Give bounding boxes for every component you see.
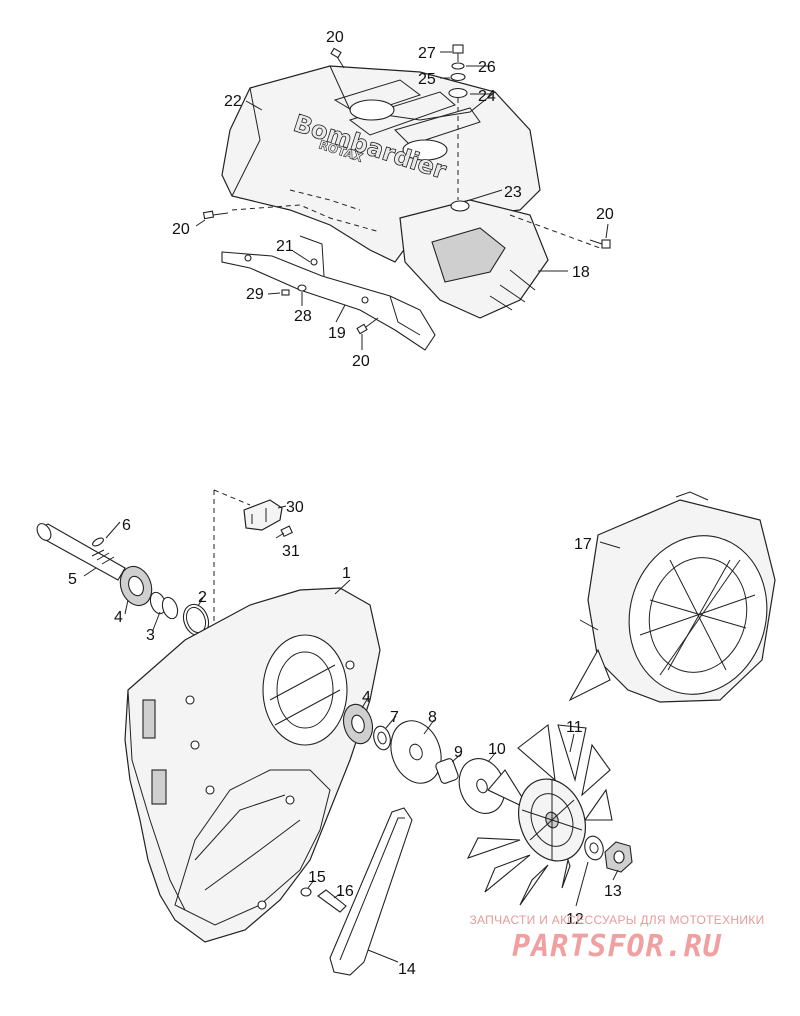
part-8-pulley-half [390,720,442,784]
upper-hardware [202,44,611,335]
callout-14: 14 [398,961,416,978]
callout-20-left: 20 [172,221,190,238]
part-1-housing [124,587,381,943]
part-31-screw [280,525,293,538]
part-17-fan-shroud [568,491,776,703]
part-29-screw [281,289,290,296]
top-cover-assembly: Bombardier ROTAX [221,65,601,351]
callout-23: 23 [504,184,522,201]
callout-7: 7 [390,709,399,726]
part-30-clip [243,499,283,531]
callout-27: 27 [418,45,436,62]
part-26-washer [451,62,465,70]
callout-6: 6 [122,517,131,534]
watermark: ЗАПЧАСТИ И АКСЕССУАРЫ ДЛЯ МОТОТЕХНИКИ PA… [452,913,782,964]
part-23-grommet [450,200,470,212]
callout-15: 15 [308,869,326,886]
watermark-tagline: ЗАПЧАСТИ И АКСЕССУАРЫ ДЛЯ МОТОТЕХНИКИ [469,913,765,927]
part-1-side-slot-b [151,769,167,805]
callout-12: 12 [566,911,584,928]
callout-8: 8 [428,709,437,726]
part-24-grommet [448,87,468,99]
callout-3: 3 [146,627,155,644]
part-22-boss-right [402,139,448,161]
callout-19: 19 [328,325,346,342]
callout-30: 30 [286,499,304,516]
callout-26: 26 [478,59,496,76]
pulley-stack [342,703,506,814]
part-15-washer [300,887,312,897]
part-6-pin [92,537,104,547]
part-18-duct-opening [431,227,506,283]
part-22-boss-left [349,99,395,121]
callout-4-left: 4 [114,609,123,626]
shaft-group [36,523,210,637]
watermark-brand: PARTSFOR.RU [512,929,722,964]
part-1-opening [262,634,348,746]
part-28-washer [297,284,307,292]
callout-29: 29 [246,286,264,303]
callout-20-right: 20 [596,206,614,223]
part-17-spout [568,648,611,702]
callout-28: 28 [294,308,312,325]
callout-18: 18 [572,264,590,281]
part-7-seal [373,725,391,751]
part-20-screw-right [601,239,611,249]
part-11-fan [466,723,613,906]
callout-20-bottom: 20 [352,353,370,370]
callout-31: 31 [282,543,300,560]
callout-22: 22 [224,93,242,110]
callout-11: 11 [566,719,583,736]
callout-labels: 20 27 26 25 24 22 23 20 20 21 18 29 28 1… [68,29,622,978]
part-25-washer [450,72,466,82]
part-12-washer [584,835,604,861]
callout-20-top: 20 [326,29,344,46]
callout-13: 13 [604,883,622,900]
lower-leaders [83,505,621,963]
part-30-clip-group [243,499,293,539]
callout-2: 2 [198,589,207,606]
part-20-screw-bottom [356,323,368,335]
upper-leaders [195,51,609,350]
callout-4-right: 4 [362,689,371,706]
callout-1: 1 [342,565,351,582]
callout-16: 16 [336,883,354,900]
part-27-bolt [452,44,464,54]
callout-17: 17 [574,536,592,553]
part-9-bushing [435,758,459,784]
part-21-bracket [221,251,436,351]
part-3-shim-b [161,596,179,620]
callout-9: 9 [454,744,463,761]
part-1-side-slot-a [142,699,156,739]
part-5-shaft [39,523,126,581]
part-16-screw [317,889,347,913]
callout-21: 21 [276,238,294,255]
part-20-screw-left [202,210,215,220]
callout-24: 24 [478,88,496,105]
callout-25: 25 [418,71,436,88]
callout-10: 10 [488,741,506,758]
callout-5: 5 [68,571,77,588]
